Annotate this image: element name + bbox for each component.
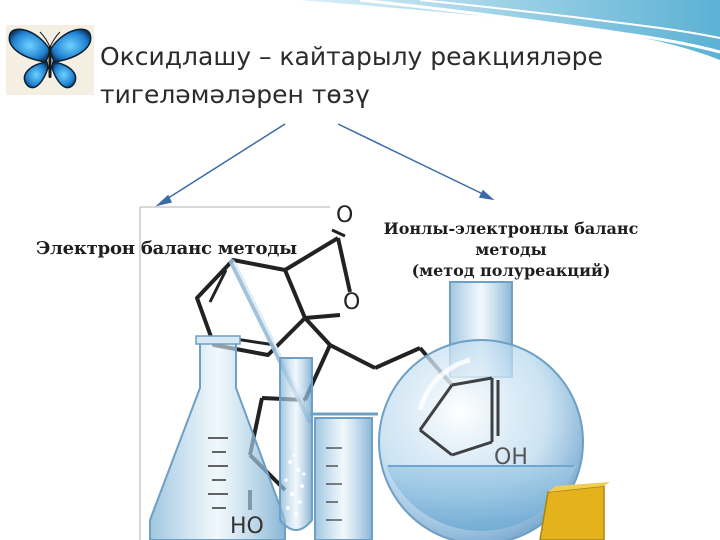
atom-label-ho: HO — [230, 514, 264, 539]
atom-label-oh: OH — [494, 445, 528, 470]
slide-title: Оксидлашу – кайтарылу реакцияләре тигелә… — [100, 38, 660, 114]
right-label-line-3: (метод полуреакций) — [411, 261, 611, 280]
atom-label-o-ring: O — [343, 290, 361, 315]
right-label-line-1: Ионлы-электронлы баланс — [383, 219, 639, 238]
ion-electron-balance-method-label: Ионлы-электронлы баланс методы (метод по… — [366, 218, 656, 281]
title-line-1: Оксидлашу – кайтарылу реакцияләре — [100, 42, 603, 71]
electron-balance-method-label: Электрон баланс методы — [36, 238, 297, 259]
title-line-2: тигеләмәләрен төзү — [100, 80, 370, 109]
right-label-line-2: методы — [475, 240, 547, 259]
atom-label-o-top: O — [336, 203, 354, 228]
